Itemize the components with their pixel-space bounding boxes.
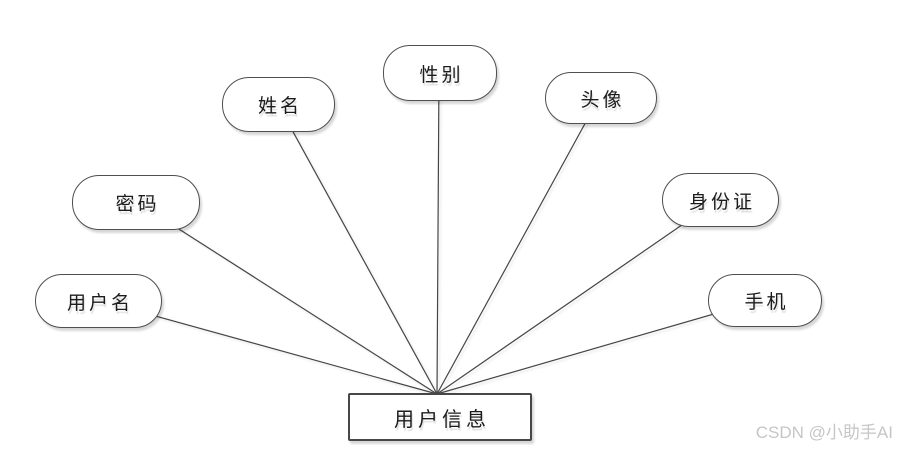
attribute-node-gender: 性别 <box>383 45 497 101</box>
attribute-label: 密码 <box>115 194 160 215</box>
attribute-label: 姓名 <box>257 96 302 117</box>
entity-label: 用户信息 <box>394 408 490 431</box>
attribute-node-avatar: 头像 <box>545 72 657 124</box>
edge-idcard-to-entity <box>436 198 720 395</box>
watermark-text: CSDN @小助手AI <box>755 423 893 442</box>
entity-node-user-info: 用户信息 <box>348 393 532 441</box>
attribute-node-name: 姓名 <box>222 77 335 132</box>
attribute-label: 手机 <box>744 292 789 313</box>
edge-avatar-to-entity <box>436 97 600 395</box>
attribute-label: 头像 <box>580 89 625 111</box>
attribute-label: 用户名 <box>66 292 133 314</box>
attribute-node-username: 用户名 <box>35 274 162 328</box>
edge-gender-to-entity <box>436 71 440 395</box>
attribute-label: 性别 <box>419 64 464 86</box>
attribute-label: 身份证 <box>688 191 755 213</box>
edge-password-to-entity <box>134 200 438 395</box>
attribute-node-password: 密码 <box>72 175 200 230</box>
attribute-node-phone: 手机 <box>708 274 822 327</box>
edge-phone-to-entity <box>436 298 765 395</box>
edge-name-to-entity <box>276 103 438 395</box>
attribute-node-idcard: 身份证 <box>662 173 779 227</box>
